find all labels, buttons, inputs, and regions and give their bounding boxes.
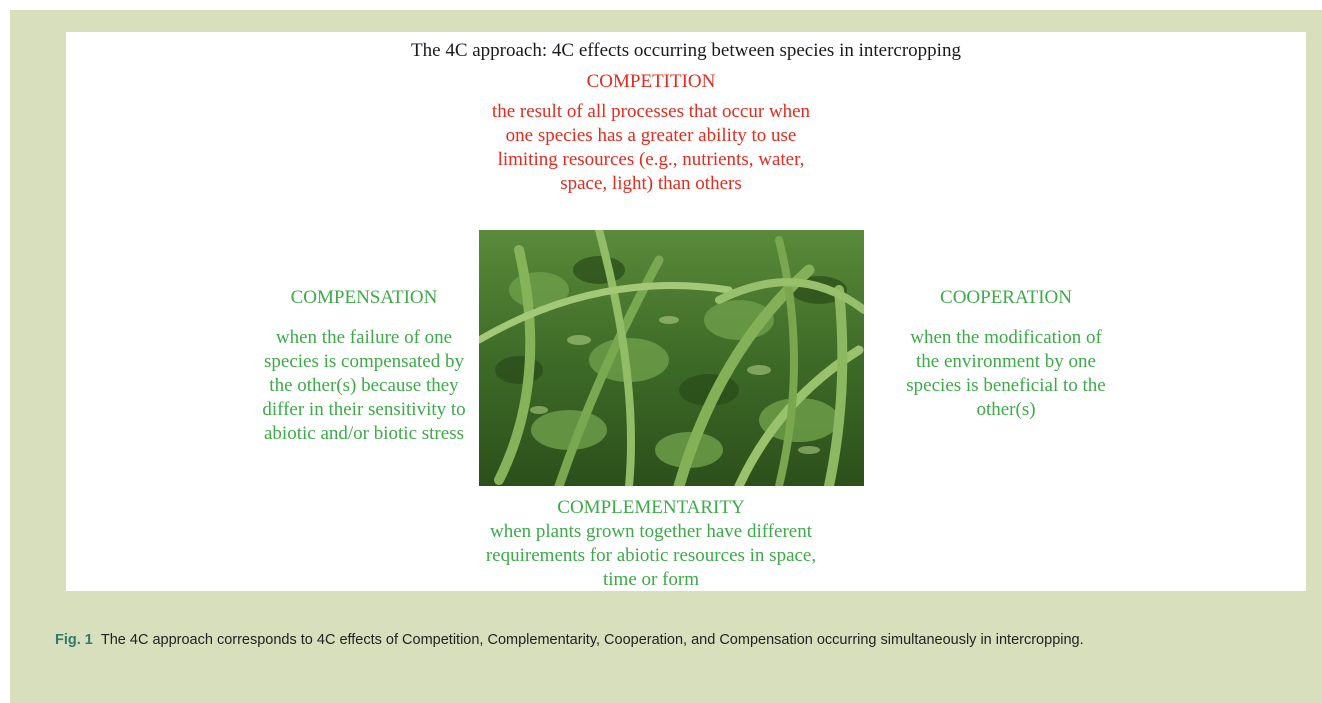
cooperation-line: species is beneficial to the [906,375,1106,396]
complementarity-block: COMPLEMENTARITY when plants grown togeth… [436,496,866,592]
competition-line: limiting resources (e.g., nutrients, wat… [497,149,805,170]
competition-heading: COMPETITION [586,71,716,92]
compensation-line: differ in their sensitivity to [262,399,466,420]
complementarity-line: when plants grown together have differen… [489,521,813,542]
cooperation-heading: COOPERATION [940,287,1072,308]
caption-text: The 4C approach corresponds to 4C effect… [100,632,1084,648]
competition-line: the result of all processes that occur w… [491,101,811,122]
cooperation-line: other(s) [976,399,1036,420]
competition-line: one species has a greater ability to use [505,125,797,146]
compensation-description: when the failure of one species is compe… [234,326,494,446]
compensation-line: the other(s) because they [269,375,459,396]
cooperation-line: when the modification of [910,327,1102,348]
compensation-line: when the failure of one [275,327,453,348]
figure-diagram: The 4C approach: 4C effects occurring be… [66,32,1306,591]
competition-block: COMPETITION the result of all processes … [436,70,866,196]
complementarity-heading: COMPLEMENTARITY [557,497,745,518]
complementarity-description: when plants grown together have differen… [436,520,866,592]
caption-label: Fig. 1 [55,632,93,648]
cooperation-block: COOPERATION when the modification of the… [876,286,1136,422]
intercrop-photo [479,230,864,486]
compensation-block: COMPENSATION when the failure of one spe… [234,286,494,446]
cooperation-description: when the modification of the environment… [876,326,1136,422]
complementarity-line: requirements for abiotic resources in sp… [485,545,817,566]
compensation-line: species is compensated by [264,351,464,372]
competition-line: space, light) than others [560,173,742,194]
compensation-line: abiotic and/or biotic stress [264,423,464,444]
figure-panel: The 4C approach: 4C effects occurring be… [10,10,1322,703]
complementarity-line: time or form [602,569,700,590]
figure-caption: Fig. 1 The 4C approach corresponds to 4C … [55,628,1293,653]
cooperation-line: the environment by one [916,351,1096,372]
competition-description: the result of all processes that occur w… [436,100,866,196]
diagram-title: The 4C approach: 4C effects occurring be… [411,40,961,61]
compensation-heading: COMPENSATION [290,287,438,308]
